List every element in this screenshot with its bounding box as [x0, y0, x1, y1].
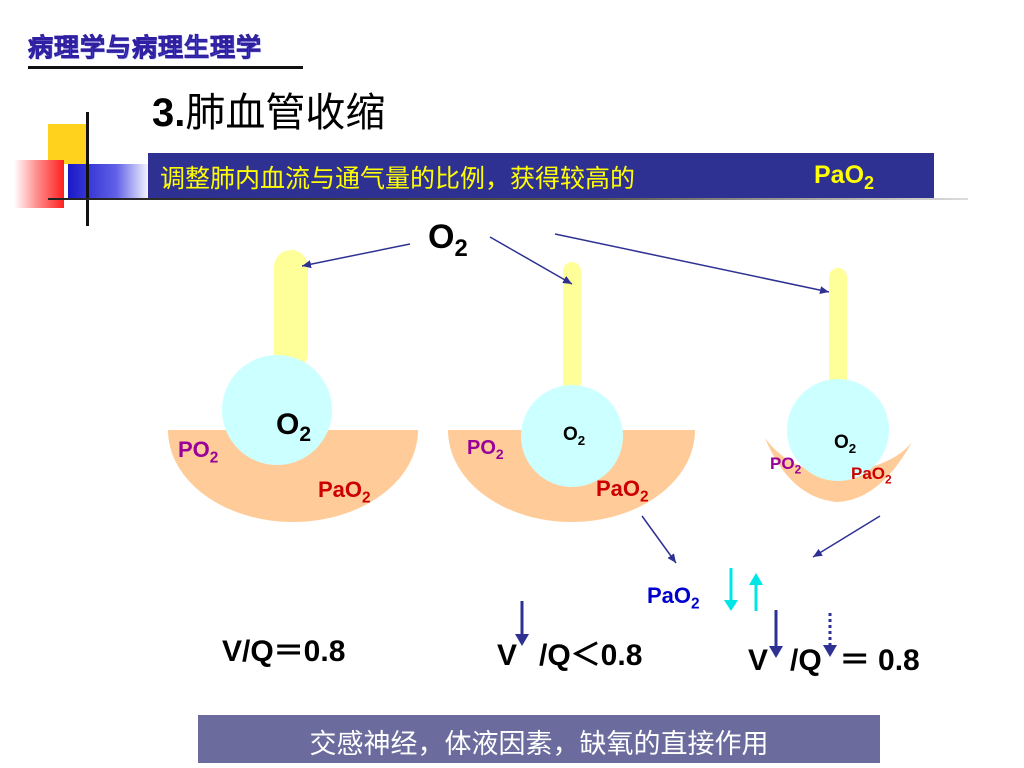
summary-banner-pao2: PaO2	[814, 161, 875, 193]
summary-banner	[148, 153, 934, 198]
vq-ratio-3: V/Q＝ 0.8	[748, 644, 920, 677]
section-title-text: 肺血管收缩	[185, 90, 386, 136]
footer-banner-text: 交感神经，体液因素，缺氧的直接作用	[309, 729, 769, 760]
airway-3	[829, 268, 847, 388]
vq-ratio-1: V/Q＝0.8	[222, 635, 346, 668]
alveolus-2	[521, 385, 623, 487]
section-number: 3.	[152, 91, 186, 135]
capillary-band-1	[168, 430, 418, 522]
o2-arrow-3	[554, 233, 830, 295]
perfusion-dotted-down-arrow-head	[823, 645, 837, 657]
alveolus-3-pao2-label: PaO2	[851, 464, 892, 487]
o2-source-label: O2	[428, 218, 468, 262]
summary-banner-text: 调整肺内血流与通气量的比例，获得较高的	[160, 164, 636, 193]
decoration-vertical-line	[86, 112, 89, 226]
alveolus-3-po2-label: PO2	[770, 454, 802, 477]
converge-arrow-left	[641, 515, 677, 564]
section-title: 3.肺血管收缩	[152, 80, 385, 138]
alveolus-3-o2-label: O2	[834, 432, 857, 456]
converge-arrow-right	[812, 515, 881, 558]
decoration-blue-bar	[68, 164, 148, 198]
pao2-up-arrow-head	[749, 573, 763, 585]
title-underline	[28, 66, 303, 69]
decoration-horizontal-line	[48, 198, 968, 200]
vq-ratio-2: V/Q＜0.8	[497, 639, 643, 672]
alveolus-2-po2-label: PO2	[467, 437, 504, 462]
decoration-red-square	[14, 160, 64, 208]
alveolus-1-po2-label: PO2	[178, 437, 219, 467]
ventilation-down-arrow-2-head	[515, 634, 529, 646]
alveolus-1-o2-label: O2	[276, 408, 312, 446]
o2-arrow-1	[301, 243, 411, 269]
alveolus-1	[222, 355, 332, 465]
alveolus-2-pao2-label: PaO2	[596, 476, 649, 506]
footer-banner	[198, 715, 880, 763]
alveolus-2-o2-label: O2	[563, 424, 586, 448]
course-title: 病理学与病理生理学	[28, 33, 263, 63]
result-pao2-label: PaO2	[647, 583, 700, 613]
airway-1	[274, 250, 308, 370]
airway-2	[563, 262, 581, 392]
ventilation-down-arrow-3-head	[769, 646, 783, 658]
o2-arrow-2	[489, 236, 573, 285]
decoration-yellow-square	[48, 124, 86, 164]
capillary-band-3	[765, 438, 912, 502]
alveolus-3	[787, 379, 889, 481]
alveolus-1-pao2-label: PaO2	[318, 477, 371, 507]
pao2-down-arrow-head	[724, 600, 738, 611]
